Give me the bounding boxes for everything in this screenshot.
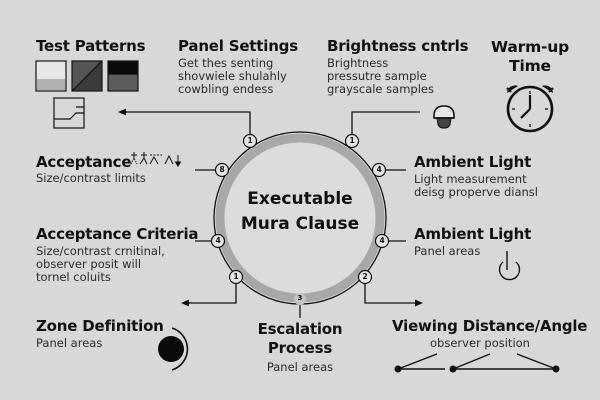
section-test-patterns: Test Patterns — [36, 37, 146, 55]
ambient-light-1-title: Ambient Light — [414, 153, 532, 171]
test-patterns-title: Test Patterns — [36, 37, 146, 55]
section-acceptance: Acceptance Size/contrast limits — [36, 154, 146, 185]
panel-settings-desc-1: Get thes senting — [178, 56, 274, 70]
brightness-controls-title: Brightness cntrls — [327, 37, 469, 55]
central-ring — [213, 131, 387, 305]
node-bottom: 3 — [297, 294, 303, 302]
ambient-light-1-desc-1: Light measurement — [414, 172, 527, 186]
node-top-left: 1 — [247, 136, 253, 145]
brightness-desc-3: grayscale samples — [327, 82, 434, 96]
ambient-light-2-desc: Panel areas — [414, 244, 481, 258]
arrowheads — [118, 108, 423, 307]
node-bottom-left: 1 — [233, 272, 239, 281]
node-left-upper: 8 — [219, 165, 225, 174]
panel-settings-title: Panel Settings — [178, 37, 298, 55]
section-ambient-light-panel: Ambient Light Panel areas — [414, 226, 531, 258]
escalation-title-line2: Process — [267, 339, 333, 357]
node-right-lower: 4 — [379, 236, 385, 245]
center-title-line1: Executable — [247, 189, 353, 209]
section-acceptance-criteria: Acceptance Criteria Size/contrast crniti… — [36, 225, 199, 284]
alarm-clock-icon — [506, 85, 554, 133]
acceptance-criteria-desc-3: tornel coluits — [36, 270, 111, 284]
acceptance-criteria-title: Acceptance Criteria — [36, 225, 199, 243]
tolerance-marks-icon — [130, 152, 182, 167]
section-warmup-time: Warm-up Time — [488, 38, 572, 76]
section-zone-definition: Zone Definition Panel areas — [36, 318, 164, 350]
node-right-upper: 4 — [376, 165, 382, 174]
node-bottom-right: 2 — [362, 272, 368, 281]
central-clause-title: Executable Mura Clause — [225, 187, 375, 237]
viewing-distance-desc: observer position — [430, 336, 530, 350]
zone-definition-title: Zone Definition — [36, 317, 164, 335]
section-escalation-process: Escalation Process Panel areas — [245, 320, 355, 374]
acceptance-criteria-desc-1: Size/contrast crnitinal, — [36, 244, 165, 258]
lamp-icon — [433, 105, 455, 129]
viewing-points — [394, 365, 560, 373]
section-panel-settings: Panel Settings Get thes senting shovwiel… — [178, 38, 298, 96]
power-icon — [498, 251, 521, 281]
viewing-distance-title: Viewing Distance/Angle — [392, 317, 588, 335]
zone-definition-desc: Panel areas — [36, 336, 103, 350]
brightness-desc-2: pressutre sample — [327, 69, 427, 83]
escalation-desc: Panel areas — [266, 360, 334, 374]
node-top-right: 1 — [349, 136, 355, 145]
acceptance-title: Acceptance — [36, 153, 132, 171]
escalation-title-line1: Escalation — [257, 320, 343, 338]
section-brightness-controls: Brightness cntrls Brightness pressutre s… — [327, 37, 469, 96]
section-ambient-light-measurement: Ambient Light Light measurement deisg pr… — [414, 154, 538, 199]
ring-nodes — [210, 133, 390, 305]
section-viewing-distance: Viewing Distance/Angle observer position — [392, 317, 588, 350]
node-left-lower: 4 — [215, 236, 221, 245]
panel-settings-desc-3: cowbling endess — [178, 82, 274, 96]
panel-settings-desc-2: shovwiele shulahly — [178, 69, 287, 83]
test-pattern-swatches — [35, 60, 139, 129]
warmup-title-line2: Time — [509, 57, 551, 75]
ambient-light-1-desc-2: deisg properve diansl — [414, 185, 538, 199]
viewing-angle-icon — [397, 353, 557, 370]
brightness-desc-1: Brightness — [327, 56, 389, 70]
warmup-title-line1: Warm-up — [491, 38, 569, 56]
acceptance-criteria-desc-2: observer posit will — [36, 257, 142, 271]
acceptance-desc: Size/contrast limits — [36, 171, 146, 185]
zone-dot-icon — [158, 327, 189, 371]
ambient-light-2-title: Ambient Light — [414, 225, 532, 243]
center-title-line2: Mura Clause — [240, 214, 360, 234]
